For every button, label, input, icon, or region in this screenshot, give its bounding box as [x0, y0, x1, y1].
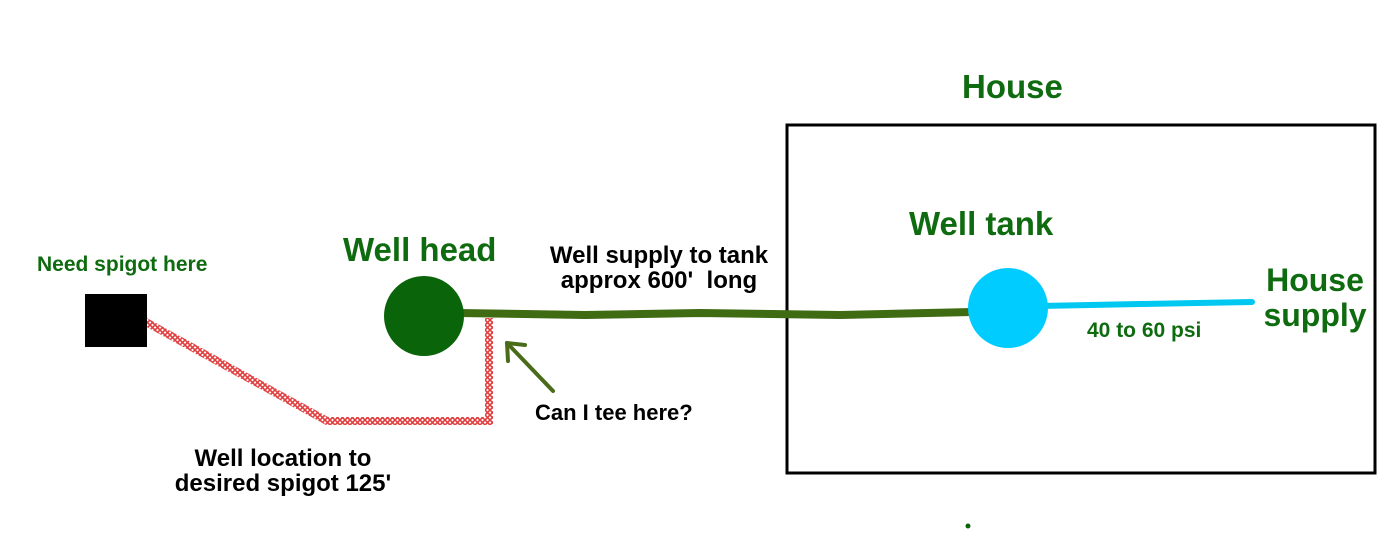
well-head-label: Well head [343, 231, 497, 268]
house-supply-label-line2: supply [1263, 297, 1367, 334]
tee-question-label: Can I tee here? [535, 400, 693, 425]
tee-pointer-arrow [505, 341, 555, 393]
well-head-circle [384, 276, 464, 356]
spigot-box [85, 294, 147, 347]
well-supply-label-line2: approx 600' long [560, 267, 758, 295]
pressure-label: 40 to 60 psi [1087, 319, 1202, 342]
spigot-needed-label: Need spigot here [37, 253, 208, 276]
well-supply-label: Well supply to tank approx 600' long [538, 242, 780, 295]
house-supply-pipe [1037, 299, 1255, 309]
house-supply-label-line1: House [1266, 262, 1364, 298]
house-title: House [962, 68, 1063, 105]
well-supply-label-line1: Well supply to tank [549, 242, 769, 269]
well-tank-circle [968, 268, 1048, 348]
well-supply-pipe [454, 308, 976, 320]
house-outline [785, 123, 1377, 475]
house-supply-label: House supply [1259, 262, 1371, 334]
spigot-distance-label: Well location to desired spigot 125' [170, 445, 396, 498]
spigot-distance-label-line2: desired spigot 125' [174, 470, 392, 498]
spigot-distance-label-line1: Well location to [194, 445, 372, 472]
stray-dot [965, 523, 971, 529]
well-tank-label: Well tank [909, 205, 1054, 242]
spigot-run-line [142, 317, 493, 425]
